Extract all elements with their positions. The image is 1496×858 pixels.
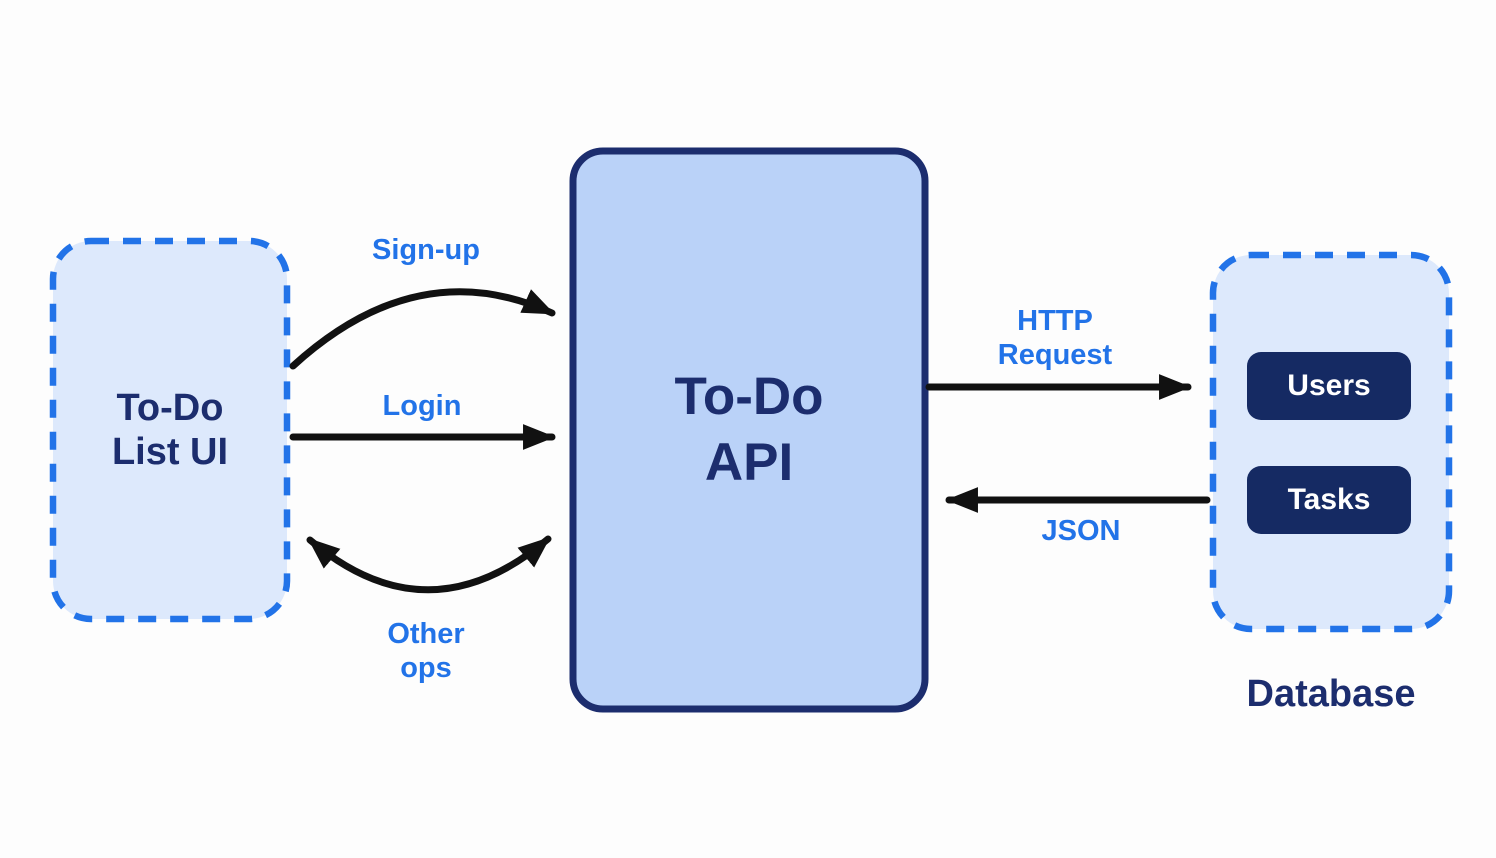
tasks-table-label: Tasks [1287, 483, 1371, 516]
signup-edge-label: Sign-up [346, 233, 506, 267]
database-label-text: Database [1246, 672, 1416, 715]
todo-ui-box [49, 237, 291, 623]
api-label-line2: API [704, 433, 794, 492]
other-ops-arrow [306, 535, 552, 594]
http-request-label-line2: Request [997, 339, 1113, 371]
api-box [569, 147, 929, 713]
database-node-label: Database [1211, 671, 1451, 717]
todo-ui-node-label: To-Do List UI [50, 238, 290, 622]
users-table-label: Users [1287, 369, 1371, 402]
login-label-text: Login [382, 390, 462, 422]
json-edge-label: JSON [1001, 514, 1161, 548]
database-table-users: Users [1247, 352, 1411, 420]
other-ops-label-line1: Other [387, 618, 465, 650]
database-table-tasks: Tasks [1247, 466, 1411, 534]
http-request-edge-label: HTTP Request [975, 304, 1135, 372]
other-ops-label-line2: ops [400, 652, 452, 684]
signup-arrow [289, 288, 556, 370]
database-box [1209, 251, 1453, 633]
login-edge-label: Login [342, 389, 502, 423]
json-label-text: JSON [1041, 515, 1121, 547]
todo-ui-label-line2: List UI [111, 431, 229, 473]
other-ops-edge-label: Other ops [346, 617, 506, 685]
todo-ui-label-line1: To-Do [116, 387, 224, 429]
http-request-label-line1: HTTP [1017, 305, 1093, 337]
api-node-label: To-Do API [570, 148, 928, 712]
signup-label-text: Sign-up [372, 234, 480, 266]
api-label-line1: To-Do [674, 367, 824, 426]
